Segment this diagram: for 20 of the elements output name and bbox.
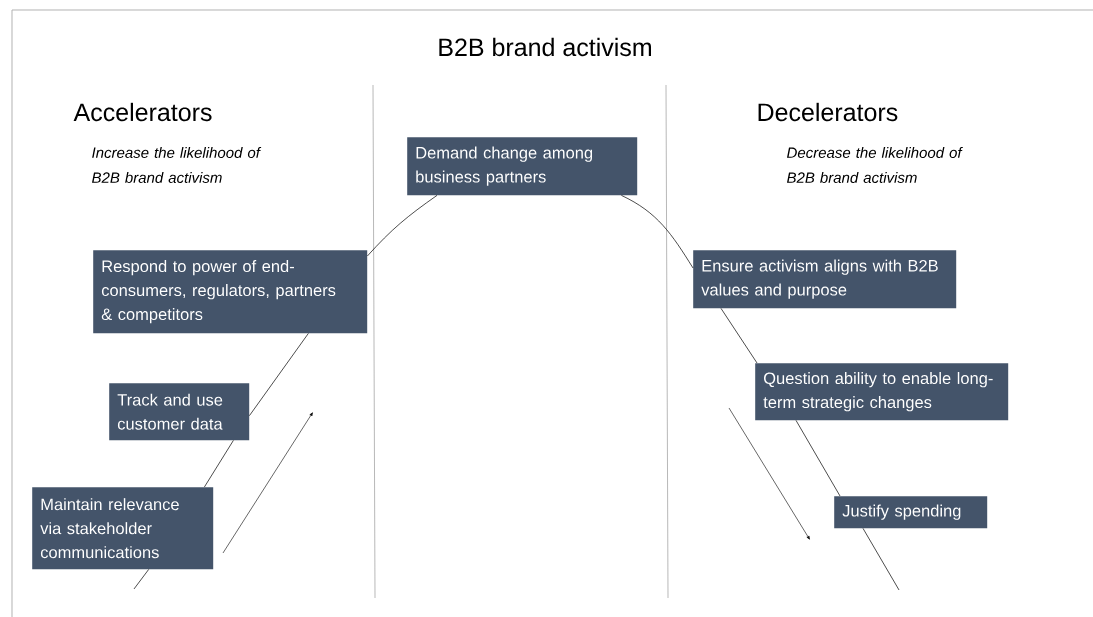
text-box: Maintain relevance via stakeholder communications bbox=[32, 487, 214, 570]
subtitle: Increase the likelihood of B2B brand activism bbox=[92, 147, 262, 183]
text-box: Justify spending bbox=[834, 496, 988, 529]
text-box: Ensure activism aligns with B2B values and purpose bbox=[693, 250, 957, 309]
heading: Accelerators bbox=[73, 102, 212, 122]
connector-line bbox=[720, 308, 758, 364]
title: B2B brand activism bbox=[439, 37, 651, 57]
text-box: Demand change among business partners bbox=[407, 137, 638, 196]
subtitle: Decrease the likelihood of B2B brand activism bbox=[787, 147, 963, 183]
text-box: Question ability to enable long-term strategic changes bbox=[755, 363, 1009, 421]
heading: Decelerators bbox=[758, 102, 898, 122]
connector-line bbox=[621, 195, 694, 269]
connector-line bbox=[367, 195, 438, 257]
text-box: Respond to power of end-consumers, regulators, partners & competitors bbox=[93, 250, 368, 334]
connector-line bbox=[795, 420, 841, 497]
text-box: Track and use customer data bbox=[109, 383, 250, 441]
connector-line bbox=[133, 569, 150, 590]
connector-line bbox=[204, 440, 234, 488]
connector-line bbox=[249, 333, 309, 417]
connector-line bbox=[862, 528, 900, 591]
